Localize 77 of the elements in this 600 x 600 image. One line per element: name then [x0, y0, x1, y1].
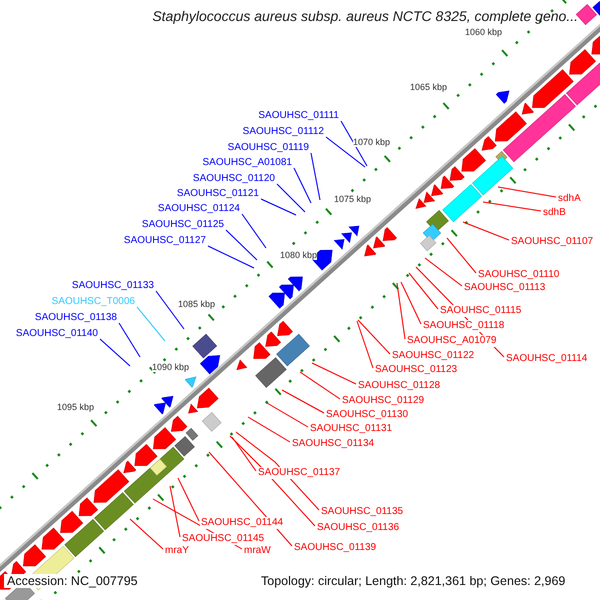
gene-label: SAOUHSC_01121 [176, 188, 260, 200]
gene-label: SAOUHSC_A01081 [202, 157, 293, 169]
leader-line [300, 372, 340, 400]
gene-label: SAOUHSC_01124 [156, 203, 241, 215]
gene-label: SAOUHSC_01136 [316, 522, 400, 534]
scale-label: 1075 kbp [334, 194, 372, 204]
gene-label: SAOUHSC_01128 [357, 380, 442, 392]
leader-line [312, 362, 356, 384]
leader-line [462, 222, 510, 240]
gene-label: SAOUHSC_01120 [192, 173, 276, 185]
gene-label: SAOUHSC_A01079 [406, 335, 498, 347]
leader-line [130, 518, 164, 550]
gene-label: SAOUHSC_01134 [291, 438, 376, 450]
leader-line [230, 436, 316, 526]
leader-line [118, 322, 140, 358]
gene-label: SAOUHSC_01118 [422, 320, 506, 332]
title: Staphylococcus aureus subsp. aureus NCTC 8325, complete geno... [151, 8, 578, 24]
leader-line [340, 120, 368, 166]
scale-label: 1090 kbp [152, 362, 190, 372]
leader-line [498, 186, 556, 198]
scale-label: 1095 kbp [57, 402, 94, 412]
gene-label: SAOUHSC_01125 [140, 219, 225, 231]
leader-line [482, 202, 542, 212]
gene-label: SAOUHSC_01130 [325, 409, 410, 421]
leader-line [326, 136, 366, 168]
gene-label: SAOUHSC_01110 [477, 269, 560, 281]
gene-label: SAOUHSC_01138 [34, 312, 118, 324]
leader-line [136, 306, 166, 342]
gene-label: SAOUHSC_01123 [374, 364, 458, 376]
leader-line [232, 436, 256, 472]
leader-line [226, 230, 258, 260]
leader-line [178, 478, 200, 522]
leader-line [356, 320, 374, 368]
leader-line [208, 246, 254, 268]
scale-label: 1085 kbp [178, 299, 216, 309]
gene-label: SAOUHSC_01127 [122, 235, 207, 247]
gene-label: SAOUHSC_T0006 [50, 296, 136, 308]
gene-label: SAOUHSC_01113 [463, 282, 546, 294]
gene-label: SAOUHSC_01129 [341, 395, 426, 407]
leader-line [100, 338, 130, 366]
gene-label: SAOUHSC_01133 [70, 280, 155, 292]
leader-line [236, 432, 320, 510]
gene-label: SAOUHSC_01115 [439, 305, 522, 317]
leader-line [170, 486, 180, 538]
leader-line [424, 258, 462, 286]
leader-line [242, 214, 266, 248]
leader-line [208, 452, 292, 546]
leader-line [248, 416, 290, 442]
leader-line [260, 198, 296, 216]
gene-label: SAOUHSC_01144 [200, 517, 284, 529]
gene-label: SAOUHSC_01119 [226, 142, 310, 154]
leader-line [294, 168, 312, 204]
leader-line [310, 152, 320, 200]
gene-label: SAOUHSC_01137 [257, 467, 342, 479]
gene-label: SAOUHSC_01139 [293, 542, 378, 554]
leader-line [408, 272, 438, 310]
gene-label: SAOUHSC_01140 [14, 328, 99, 340]
scale-label: 1080 kbp [280, 250, 318, 260]
scale-label: 1060 kbp [465, 27, 502, 37]
scale-label: 1065 kbp [410, 82, 448, 92]
gene-label: SAOUHSC_01135 [320, 506, 404, 518]
gene-label: SAOUHSC_01145 [181, 533, 266, 545]
leader-line [282, 390, 324, 414]
leader-line [276, 184, 306, 212]
leader-line [358, 320, 390, 354]
scale-label: 1070 kbp [353, 137, 390, 147]
leader-line [266, 402, 308, 428]
gene-label: SAOUHSC_01112 [242, 126, 325, 138]
leader-line [446, 238, 476, 274]
leader-line [400, 282, 422, 324]
gene-label: SAOUHSC_01122 [391, 350, 476, 362]
gene-label: SAOUHSC_01111 [257, 110, 340, 122]
gene-label: SAOUHSC_01131 [309, 423, 394, 435]
leader-line [156, 290, 184, 330]
gene-label: SAOUHSC_01107 [510, 236, 594, 248]
gene-label: SAOUHSC_01114 [505, 353, 588, 365]
leader-line [396, 282, 406, 340]
